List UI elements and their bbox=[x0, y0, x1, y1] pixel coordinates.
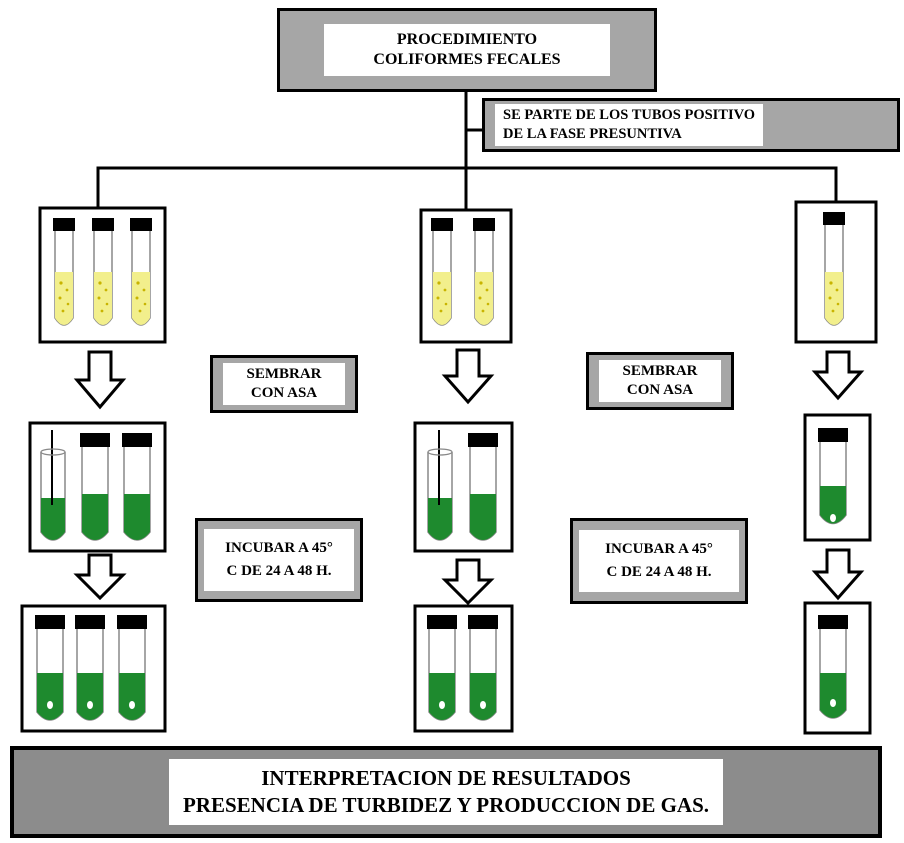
note-box: SE PARTE DE LOS TUBOS POSITIVO DE LA FAS… bbox=[482, 98, 900, 152]
incubated-tube bbox=[35, 615, 65, 721]
incubated-tube bbox=[427, 615, 457, 721]
presumptive-tube bbox=[53, 218, 75, 326]
sembrar-line-1: SEMBRAR bbox=[246, 366, 322, 383]
inoculated-tube bbox=[122, 433, 152, 541]
results-banner: INTERPRETACION DE RESULTADOS PRESENCIA D… bbox=[10, 746, 882, 838]
note-line-2: DE LA FASE PRESUNTIVA bbox=[503, 126, 682, 142]
incubar-line-2: C DE 24 A 48 H. bbox=[606, 564, 712, 580]
inoculated-tube-with-loop bbox=[40, 430, 66, 541]
presumptive-tube bbox=[473, 218, 495, 326]
inoculated-tube bbox=[468, 433, 498, 541]
incubar-line-1: INCUBAR A 45° bbox=[605, 540, 713, 557]
presumptive-tube bbox=[431, 218, 453, 326]
sembrar-con-asa-box: SEMBRAR CON ASA bbox=[586, 352, 734, 410]
incubar-box: INCUBAR A 45° C DE 24 A 48 H. bbox=[195, 518, 363, 602]
inoculated-tube bbox=[80, 433, 110, 541]
title-line-2: COLIFORMES FECALES bbox=[373, 51, 561, 68]
sembrar-line-1: SEMBRAR bbox=[622, 363, 698, 380]
presumptive-tube bbox=[823, 212, 845, 326]
inoculated-tube bbox=[818, 428, 848, 525]
down-arrow-icon bbox=[441, 558, 495, 606]
down-arrow-icon bbox=[441, 348, 495, 405]
presumptive-tube bbox=[130, 218, 152, 326]
incubated-tube bbox=[75, 615, 105, 721]
down-arrow-icon bbox=[73, 553, 127, 601]
incubated-tube bbox=[468, 615, 498, 721]
incubar-line-2: C DE 24 A 48 H. bbox=[226, 563, 332, 579]
results-line-2: PRESENCIA DE TURBIDEZ Y PRODUCCION DE GA… bbox=[182, 793, 710, 817]
down-arrow-icon bbox=[811, 548, 865, 601]
title-box: PROCEDIMIENTO COLIFORMES FECALES bbox=[277, 8, 657, 92]
presumptive-tube-group bbox=[53, 212, 845, 326]
note-line-1: SE PARTE DE LOS TUBOS POSITIVO bbox=[503, 107, 756, 124]
down-arrow-icon bbox=[811, 350, 865, 401]
incubated-tube bbox=[818, 615, 848, 719]
incubar-box: INCUBAR A 45° C DE 24 A 48 H. bbox=[570, 518, 748, 604]
incubated-tube bbox=[117, 615, 147, 721]
results-line-1: INTERPRETACION DE RESULTADOS bbox=[261, 765, 631, 790]
inoculated-tube-group bbox=[40, 428, 848, 541]
sembrar-con-asa-box: SEMBRAR CON ASA bbox=[210, 355, 358, 413]
inoculated-tube-with-loop bbox=[427, 430, 453, 541]
incubated-tube-group bbox=[35, 615, 848, 721]
down-arrow-icon bbox=[73, 350, 127, 410]
presumptive-tube bbox=[92, 218, 114, 326]
title-line-1: PROCEDIMIENTO bbox=[396, 31, 538, 48]
sembrar-line-2: CON ASA bbox=[250, 385, 318, 401]
sembrar-line-2: CON ASA bbox=[626, 382, 694, 398]
incubar-line-1: INCUBAR A 45° bbox=[225, 539, 333, 556]
connector-lines bbox=[96, 90, 838, 210]
